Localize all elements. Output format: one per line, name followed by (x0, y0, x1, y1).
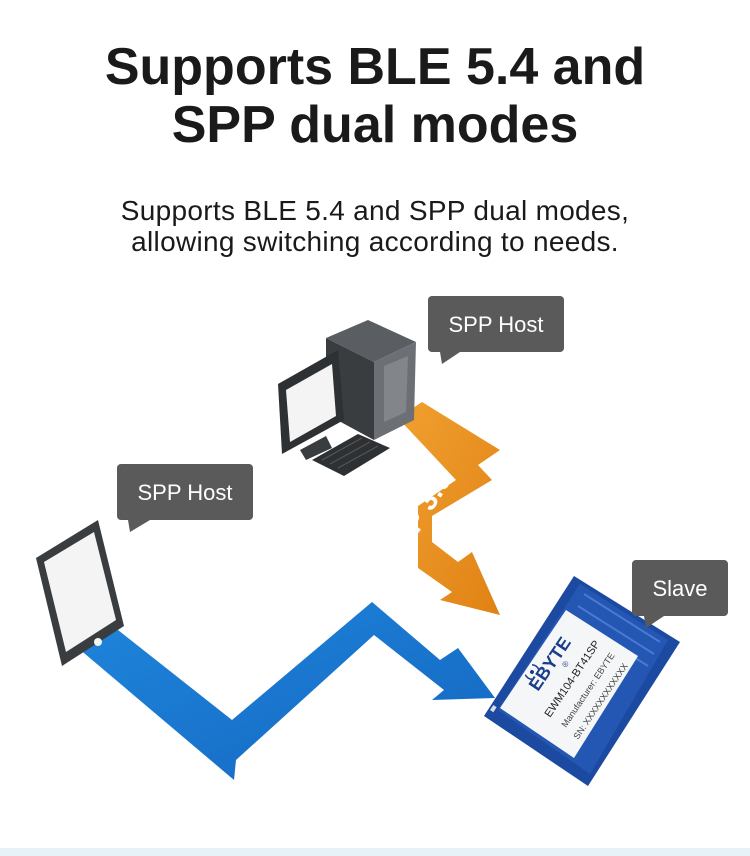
wireless-signal-icon (524, 664, 540, 680)
module-bubble (632, 560, 728, 628)
title-line-1: Supports BLE 5.4 and (104, 38, 646, 96)
title-line-2: SPP dual modes (171, 96, 579, 154)
page-title: Supports BLE 5.4 and SPP dual modes (0, 38, 750, 154)
ble-arrow (78, 602, 495, 780)
pc-bubble (428, 296, 564, 364)
phone-bubble-label: SPP Host (138, 480, 233, 505)
page-subtitle: Supports BLE 5.4 and SPP dual modes, all… (0, 195, 750, 257)
subtitle-line-1: Supports BLE 5.4 and SPP dual modes, (120, 195, 630, 226)
ble-module-chip (484, 576, 680, 786)
desktop-pc-icon (278, 320, 416, 476)
pc-bubble-label: SPP Host (449, 312, 544, 337)
smartphone-icon (36, 520, 124, 666)
connection-diagram: SPP 3.0 BLE 5.4 (36, 296, 728, 786)
subtitle-line-2: allowing switching according to needs. (131, 226, 619, 257)
phone-bubble (117, 464, 253, 532)
module-bubble-label: Slave (652, 576, 707, 601)
module-registered: ® (560, 659, 571, 669)
bottom-band (0, 848, 750, 856)
spp-arrow (398, 402, 500, 615)
